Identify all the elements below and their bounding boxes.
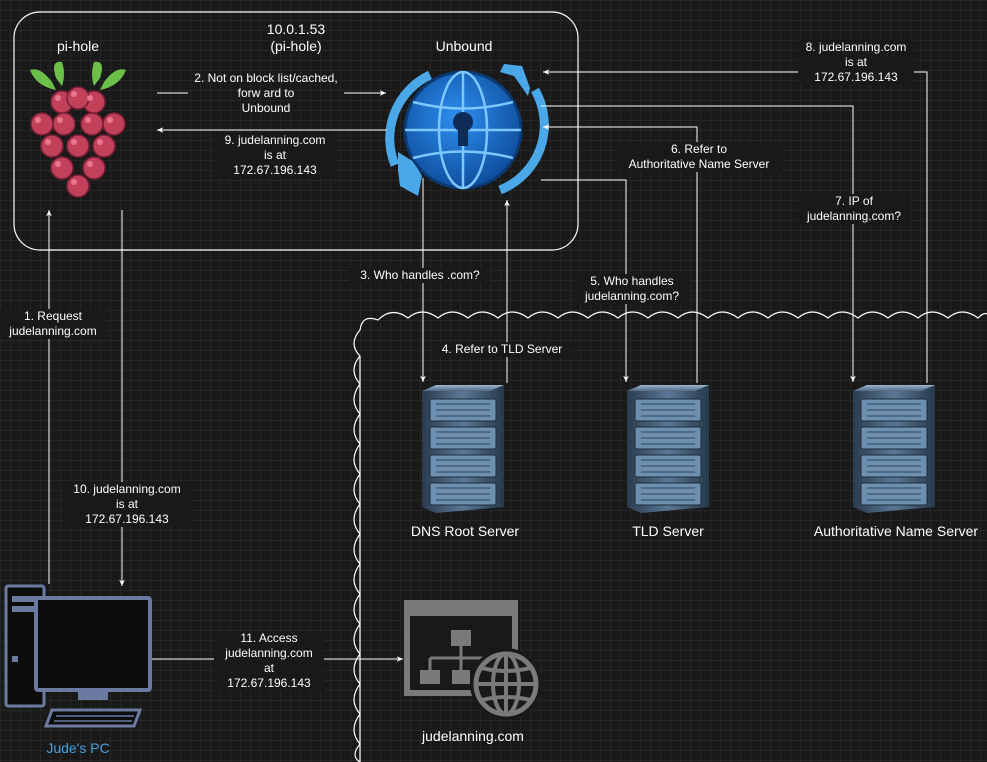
authoritative-server-icon xyxy=(852,384,936,514)
raspberry-pi-icon xyxy=(30,61,126,198)
arrow-6-auth-referral xyxy=(543,124,698,383)
pihole-host-box xyxy=(13,11,579,251)
host-ip-sublabel: (pi-hole) xyxy=(270,38,322,54)
arrow-5-tld-query xyxy=(541,179,629,382)
website-label: judelanning.com xyxy=(422,728,524,744)
arrow-7-auth-query xyxy=(541,105,856,382)
host-ip-label: 10.0.1.53 xyxy=(266,21,326,37)
internet-cloud-region xyxy=(353,311,987,762)
authoritative-label: Authoritative Name Server xyxy=(813,523,979,539)
step-3-label: 3. Who handles .com? xyxy=(350,268,490,283)
unbound-globe-icon xyxy=(385,64,549,196)
pc-icon xyxy=(4,584,152,728)
pihole-label: pi-hole xyxy=(56,38,100,54)
dns-root-server-icon xyxy=(421,384,505,514)
step-4-label: 4. Refer to TLD Server xyxy=(432,342,572,357)
tld-label: TLD Server xyxy=(632,523,704,539)
tld-server-icon xyxy=(626,384,710,514)
arrow-8-auth-answer xyxy=(543,69,928,383)
pc-label: Jude's PC xyxy=(46,740,110,756)
website-icon xyxy=(404,600,542,720)
dns-root-label: DNS Root Server xyxy=(410,523,520,539)
unbound-label: Unbound xyxy=(435,38,493,54)
